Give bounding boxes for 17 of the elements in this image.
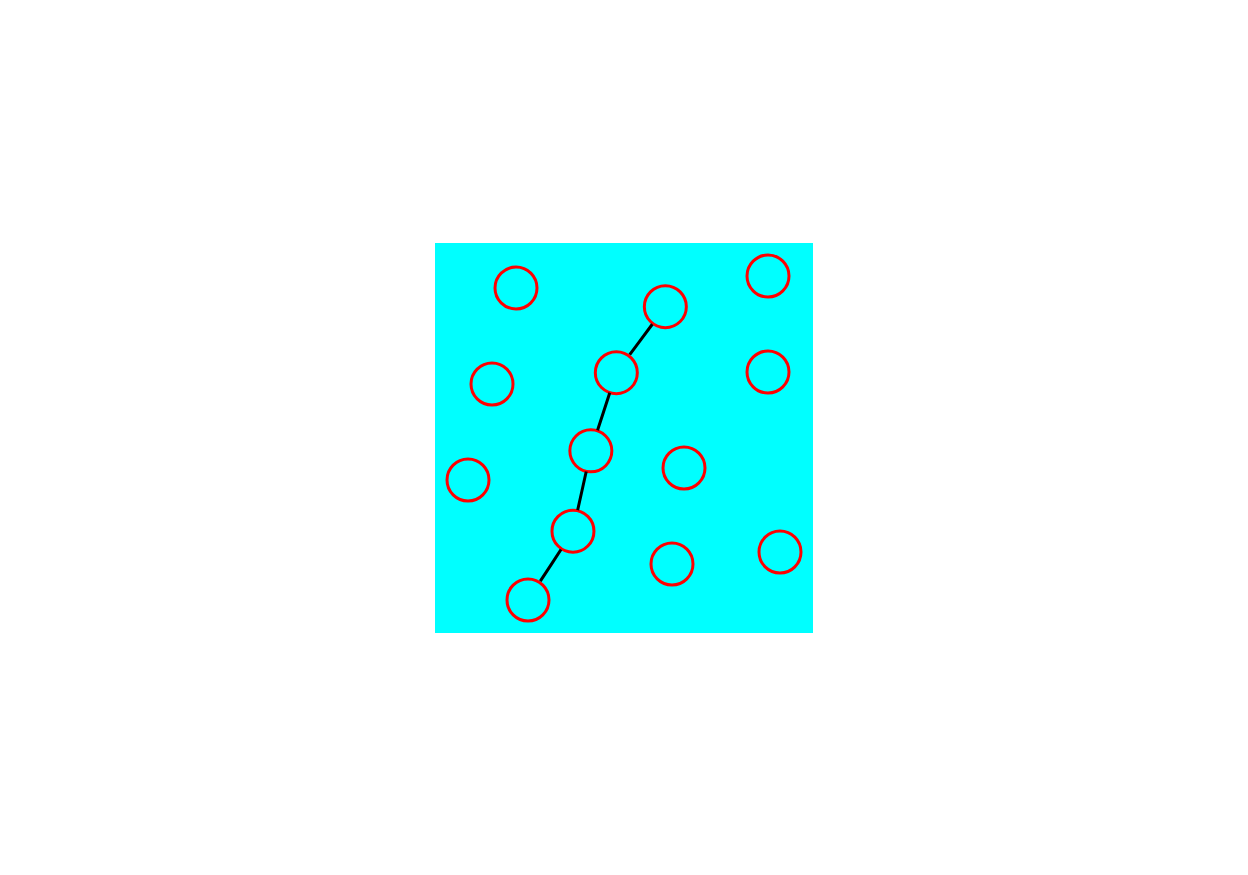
node-circle xyxy=(757,529,803,574)
node-circle xyxy=(505,577,551,622)
connector xyxy=(628,322,654,356)
node-circle xyxy=(469,361,515,406)
node-circle xyxy=(493,265,539,310)
node-circle xyxy=(550,508,596,554)
node-circle xyxy=(745,253,791,298)
node-circle xyxy=(649,541,695,586)
node-circle xyxy=(445,457,491,502)
node-circle xyxy=(745,349,791,394)
node-circle xyxy=(642,283,688,329)
connector xyxy=(596,391,612,431)
connector xyxy=(539,548,563,582)
node-circle xyxy=(593,349,639,395)
connector xyxy=(576,470,588,510)
node-circle xyxy=(661,445,707,490)
node-circle xyxy=(568,427,614,473)
